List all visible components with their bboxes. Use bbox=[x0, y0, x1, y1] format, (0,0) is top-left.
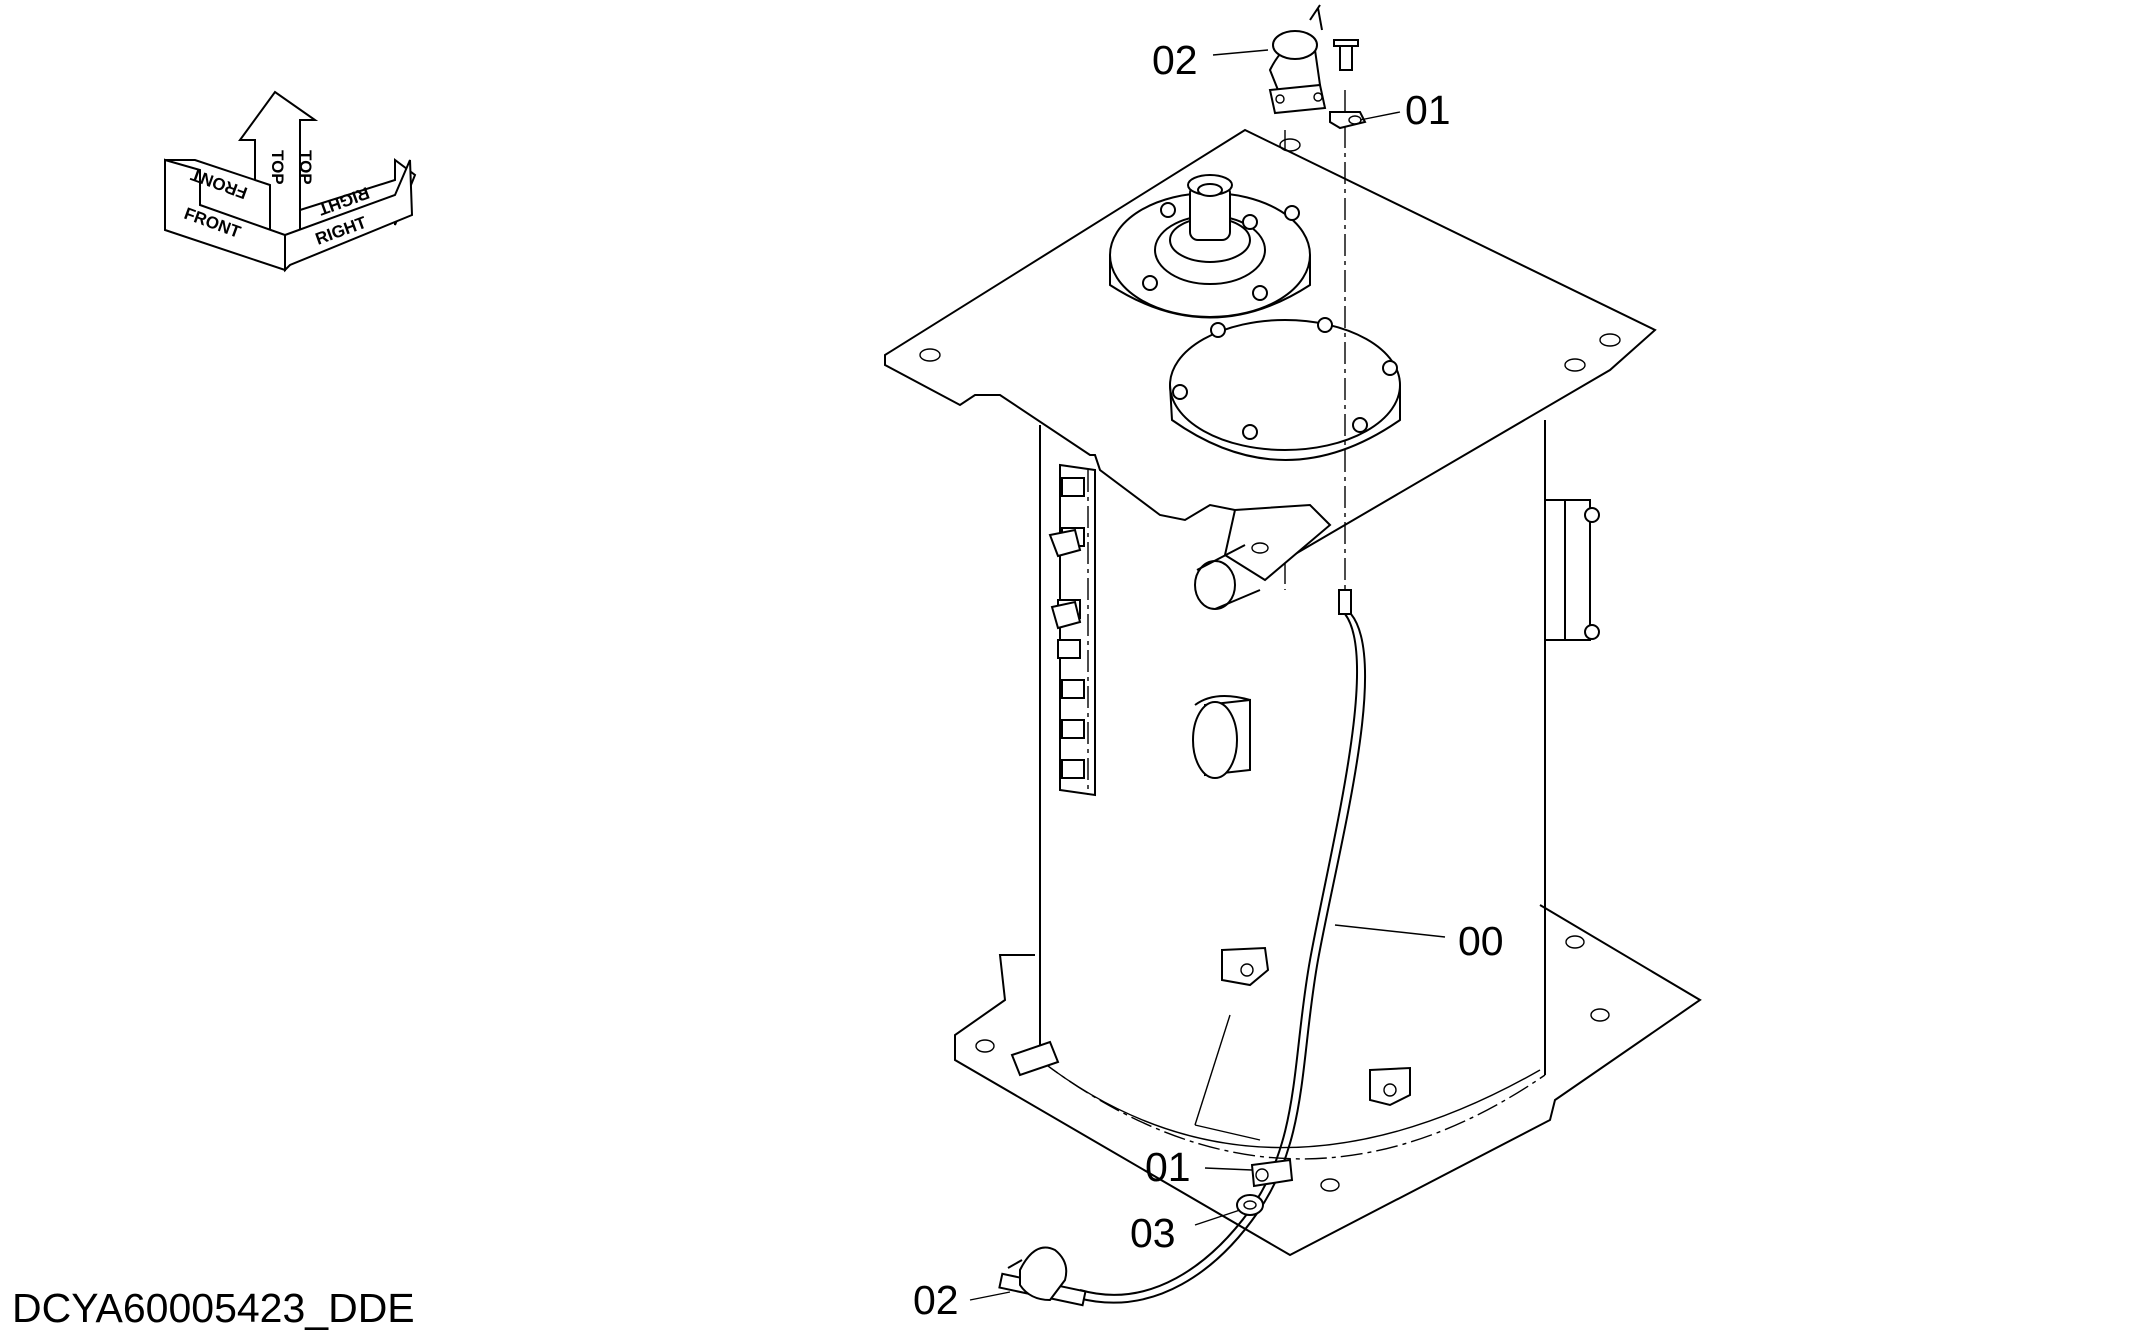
callout-02-top[interactable]: 02 bbox=[1152, 37, 1198, 83]
left-fittings-column bbox=[1048, 463, 1096, 797]
drawing-id: DCYA60005423_DDE bbox=[12, 1285, 415, 1331]
callouts: 02 01 00 01 03 02 bbox=[913, 37, 1504, 1323]
callout-01-bottom[interactable]: 01 bbox=[1145, 1144, 1191, 1190]
callout-02-bottom[interactable]: 02 bbox=[913, 1277, 959, 1323]
hose-upper-fitting bbox=[1338, 589, 1352, 615]
callout-00[interactable]: 00 bbox=[1458, 918, 1504, 964]
cover-plate bbox=[1169, 90, 1401, 590]
filter-flange bbox=[1109, 174, 1311, 319]
base-plate bbox=[954, 904, 1702, 1257]
bottom-clips bbox=[1010, 946, 1411, 1107]
callout-03[interactable]: 03 bbox=[1130, 1210, 1176, 1256]
top-label: TOP bbox=[268, 150, 287, 185]
lower-clamp bbox=[1236, 1158, 1294, 1216]
upper-coupler bbox=[1268, 4, 1367, 130]
lower-coupler bbox=[1007, 1246, 1068, 1302]
drain-hose bbox=[998, 589, 1367, 1307]
orientation-symbol: FRONT FRONT TOP TOP RIGHT RIGHT bbox=[164, 90, 417, 273]
front-lower-panel bbox=[164, 158, 286, 272]
right-bracket bbox=[1544, 499, 1600, 641]
callout-01-top[interactable]: 01 bbox=[1405, 87, 1451, 133]
side-ports bbox=[1192, 544, 1261, 779]
top-label-2: TOP bbox=[296, 150, 315, 185]
leader-lines bbox=[969, 49, 1446, 1301]
